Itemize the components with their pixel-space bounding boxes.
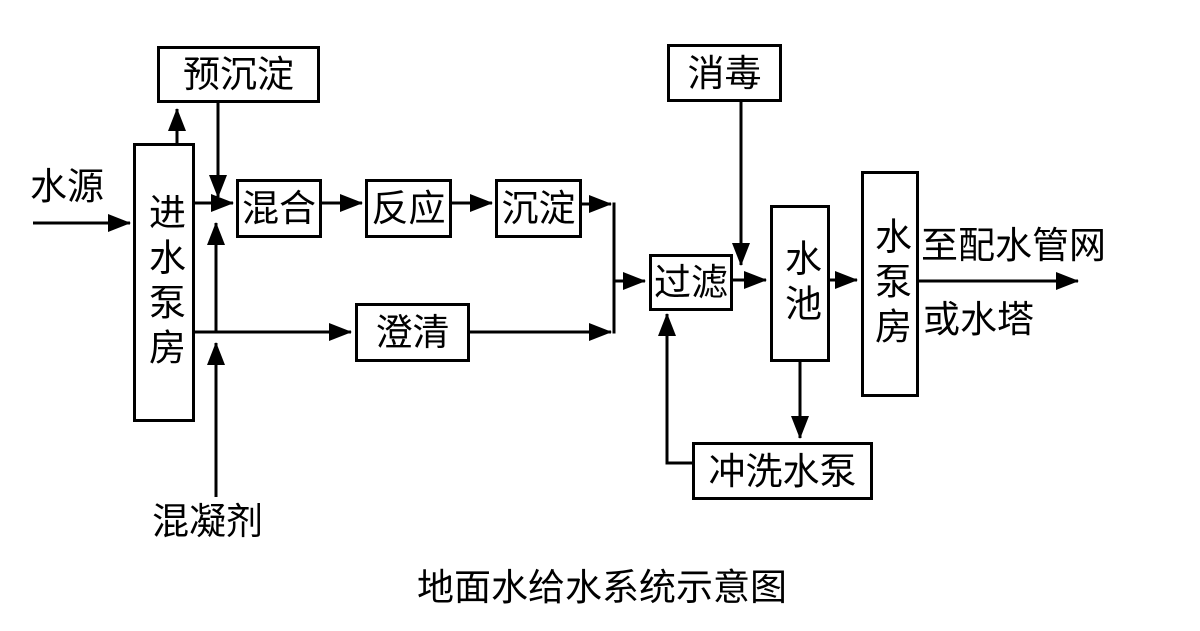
- node-pre-sedimentation: 预沉淀: [157, 46, 320, 103]
- node-intake-pump-house: 进水泵房: [133, 143, 195, 422]
- node-filtration: 过滤: [649, 254, 733, 311]
- node-water-tank: 水池: [770, 205, 830, 362]
- label-to-distribution-network: 至配水管网: [921, 224, 1106, 267]
- node-mixing: 混合: [236, 179, 322, 238]
- node-clarification: 澄清: [355, 303, 470, 362]
- node-reaction: 反应: [365, 179, 452, 238]
- label-coagulant: 混凝剂: [152, 500, 263, 543]
- node-pump-house: 水泵房: [861, 171, 919, 397]
- diagram-title: 地面水给水系统示意图: [417, 566, 787, 609]
- label-or-water-tower: 或水塔: [923, 298, 1034, 341]
- node-disinfection: 消毒: [667, 44, 782, 102]
- node-sedimentation: 沉淀: [495, 179, 582, 238]
- label-water-source: 水源: [30, 165, 104, 208]
- node-flush-pump: 冲洗水泵: [692, 442, 873, 500]
